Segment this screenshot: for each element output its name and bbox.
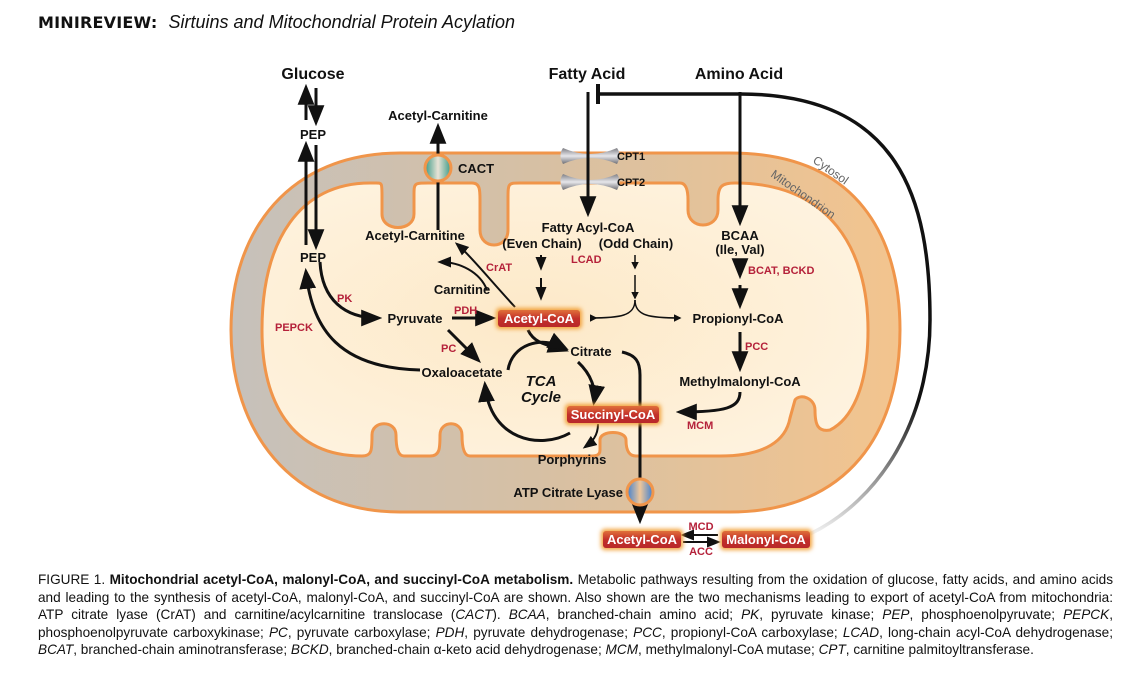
fatty-acid-label: Fatty Acid [549,66,626,83]
pdh-label: PDH [454,305,477,317]
glucose-label: Glucose [281,66,344,83]
figure-caption-body: Metabolic pathways resulting from the ox… [38,572,1113,657]
pyruvate-label: Pyruvate [388,311,443,326]
bcaa-sub-label: (Ile, Val) [715,242,764,257]
citrate-label: Citrate [570,344,611,359]
arrow-odd-chain-split-right [634,299,682,322]
tca-cycle-label-1: TCA [526,373,557,390]
caption-abbreviation: PCC [633,624,662,640]
lcad-label: LCAD [571,254,602,266]
pep-cytosol-label: PEP [300,127,326,142]
caption-abbreviation: PEP [882,607,910,623]
caption-text: , pyruvate carboxylase; [287,624,436,640]
tca-cycle-label-2: Cycle [521,389,561,406]
arrow-citrate-export [621,350,649,525]
caption-abbreviation: CPT [818,642,846,658]
arrow-pc [446,328,481,363]
atp-citrate-lyase-transporter-icon [625,477,655,507]
caption-abbreviation: BCKD [290,642,329,658]
figure-title: Mitochondrial acetyl-CoA, malonyl-CoA, a… [109,572,574,587]
inhibition-arc [598,92,932,536]
acetyl-carnitine-cytosol-label: Acetyl-Carnitine [388,108,488,123]
pc-label: PC [441,343,456,355]
bcat-bckd-label: BCAT, BCKD [748,265,814,277]
caption-text: , pyruvate dehydrogenase; [464,624,634,640]
figure-caption: FIGURE 1. Mitochondrial acetyl-CoA, malo… [38,571,1113,659]
acc-label: ACC [689,546,713,558]
caption-text: , methylmalonyl-CoA mutase; [638,642,819,658]
propionyl-coa-label: Propionyl-CoA [693,311,785,326]
caption-text: , phosphoenolpyruvate carboxykinase; [38,607,1113,640]
svg-text:Succinyl-CoA: Succinyl-CoA [571,407,656,422]
arrow-pk [318,261,383,327]
acetyl-coa-cytosol-pill: Acetyl-CoA [601,529,683,550]
caption-abbreviation: CACT [455,607,493,623]
arrow-succinyl-to-oaa [478,380,571,442]
caption-text: , pyruvate kinase; [759,607,883,623]
caption-text: , branched-chain amino acid; [545,607,742,623]
odd-chain-label: (Odd Chain) [599,236,673,251]
metabolism-diagram: Cytosol Mitochondrion [229,66,932,558]
atp-citrate-lyase-label: ATP Citrate Lyase [513,485,623,500]
figure-label: FIGURE 1. [38,572,106,587]
carnitine-label: Carnitine [434,282,490,297]
caption-text: , branched-chain α-keto acid dehydrogena… [328,642,606,658]
svg-text:Acetyl-CoA: Acetyl-CoA [504,311,575,326]
bcaa-label: BCAA [721,228,759,243]
caption-abbreviation: PC [268,624,288,640]
article-title: Sirtuins and Mitochondrial Protein Acyla… [168,12,516,32]
mcd-label: MCD [688,521,713,533]
svg-text:Malonyl-CoA: Malonyl-CoA [726,532,806,547]
caption-text: ). [492,607,509,623]
arrow-succinyl-to-porphyrins [582,423,599,449]
pepck-label: PEPCK [275,322,313,334]
caption-abbreviation: BCAA [508,607,546,623]
section-tag: MINIREVIEW: [38,13,158,32]
caption-text: , long-chain acyl-CoA dehydrogenase; [879,624,1113,640]
pep-mito-label: PEP [300,250,326,265]
arrow-crat [454,242,516,308]
cpt1-transporter-icon [560,148,620,164]
crat-label: CrAT [486,262,512,274]
malonyl-coa-pill: Malonyl-CoA [720,529,812,550]
arrow-odd-chain-split [589,299,636,322]
cpt1-label: CPT1 [617,151,645,163]
cpt2-transporter-icon [560,174,620,190]
oxaloacetate-label: Oxaloacetate [422,365,503,380]
page-header: MINIREVIEW: Sirtuins and Mitochondrial P… [38,12,515,33]
mcm-label: MCM [687,420,713,432]
arrow-oaa-to-citrate [506,332,569,371]
caption-abbreviation: PDH [435,624,465,640]
acetyl-coa-mito-pill: Acetyl-CoA [496,308,582,329]
amino-acid-label: Amino Acid [695,66,783,83]
caption-abbreviation: PK [741,607,760,623]
arrow-citrate-to-succinyl [576,360,606,407]
arrow-pepck [299,267,421,372]
arrow-carnitine [437,256,488,291]
arrow-mcm [675,391,742,421]
porphyrins-label: Porphyrins [538,452,607,467]
caption-abbreviation: PEPCK [1063,607,1110,623]
acetyl-carnitine-mito-label: Acetyl-Carnitine [365,228,465,243]
cact-label: CACT [458,161,494,176]
caption-text: , propionyl-CoA carboxylase; [661,624,843,640]
pk-label: PK [337,293,352,305]
caption-text: , carnitine palmitoyltransferase. [845,642,1034,658]
caption-abbreviation: MCM [605,642,639,658]
caption-abbreviation: BCAT [38,642,74,658]
caption-abbreviation: LCAD [842,624,880,640]
caption-text: , phosphoenolpyruvate; [909,607,1064,623]
cpt2-label: CPT2 [617,177,645,189]
svg-text:Acetyl-CoA: Acetyl-CoA [607,532,678,547]
caption-text: , branched-chain aminotransferase; [73,642,291,658]
methylmalonyl-coa-label: Methylmalonyl-CoA [679,374,801,389]
cact-transporter-icon [423,153,453,183]
caption-text: Metabolic pathways resulting from the ox… [38,572,1113,623]
fatty-acyl-coa-label: Fatty Acyl-CoA [542,220,635,235]
even-chain-label: (Even Chain) [502,236,581,251]
succinyl-coa-pill: Succinyl-CoA [565,404,661,425]
pcc-label: PCC [745,341,768,353]
